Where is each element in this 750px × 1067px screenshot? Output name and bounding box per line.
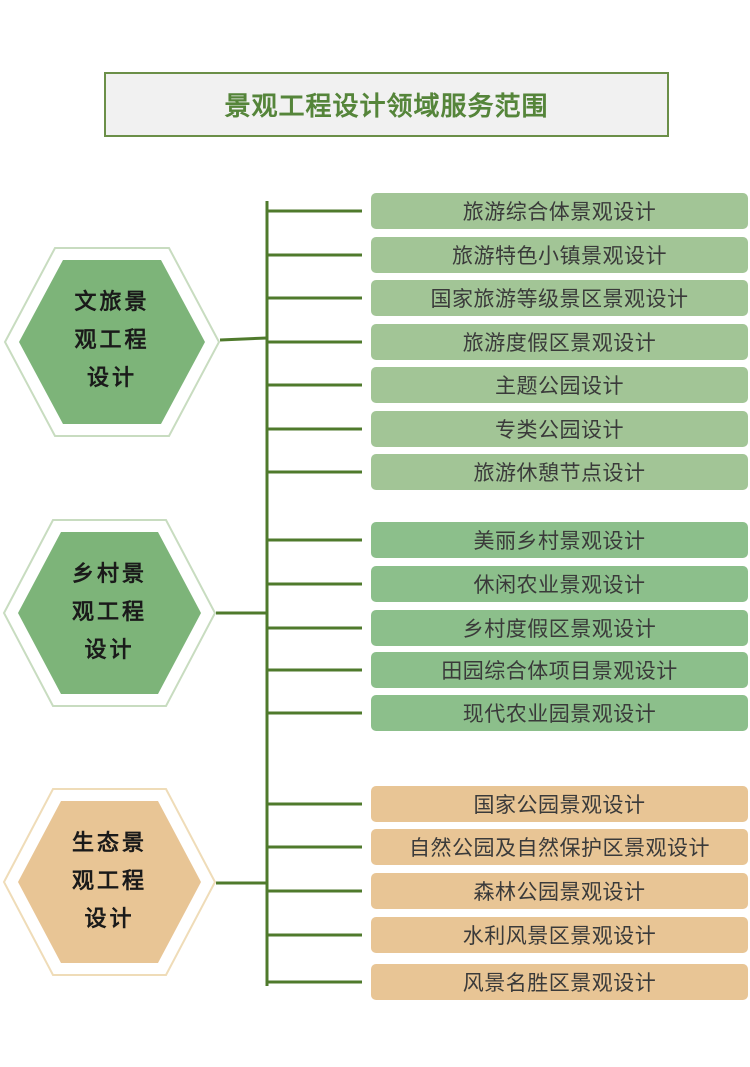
service-item: 旅游度假区景观设计 [371, 324, 748, 360]
hexagon-shengtai: 生态景 观工程 设计 [2, 787, 217, 977]
service-item: 旅游综合体景观设计 [371, 193, 748, 229]
service-item: 现代农业园景观设计 [371, 695, 748, 731]
service-item: 自然公园及自然保护区景观设计 [371, 829, 748, 865]
hexagon-wenlv-label: 文旅景 观工程 设计 [74, 290, 150, 391]
service-item: 主题公园设计 [371, 367, 748, 403]
service-item: 旅游特色小镇景观设计 [371, 237, 748, 273]
service-item: 风景名胜区景观设计 [371, 964, 748, 1000]
service-item: 水利风景区景观设计 [371, 917, 748, 953]
hex1-connector [219, 336, 268, 342]
service-item: 国家公园景观设计 [371, 786, 748, 822]
hexagon-wenlv-shape [3, 247, 221, 437]
page-title: 景观工程设计领域服务范围 [224, 92, 549, 122]
hexagon-wenlv: 文旅景 观工程 设计 [3, 246, 221, 438]
service-item: 森林公园景观设计 [371, 873, 748, 909]
hexagon-xiangcun: 乡村景 观工程 设计 [2, 518, 217, 708]
service-item: 专类公园设计 [371, 411, 748, 447]
title-box: 景观工程设计领域服务范围 [104, 72, 669, 137]
service-item: 田园综合体项目景观设计 [371, 652, 748, 688]
service-item: 国家旅游等级景区景观设计 [371, 280, 748, 316]
hexagon-shengtai-shape [2, 788, 217, 976]
service-item: 美丽乡村景观设计 [371, 522, 748, 558]
service-item: 休闲农业景观设计 [371, 566, 748, 602]
service-item: 旅游休憩节点设计 [371, 454, 748, 490]
hexagon-xiangcun-shape [2, 519, 217, 707]
hexagon-shengtai-label: 生态景 观工程 设计 [71, 831, 147, 932]
hexagon-xiangcun-label: 乡村景 观工程 设计 [71, 562, 147, 663]
service-item: 乡村度假区景观设计 [371, 610, 748, 646]
